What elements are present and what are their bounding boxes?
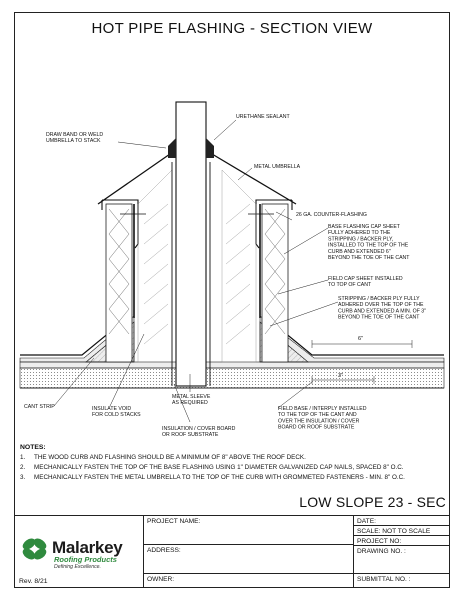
label-line: METAL SLEEVE (172, 394, 211, 400)
label-line: BOARD OR ROOF SUBSTRATE (278, 425, 355, 431)
note-item: 2.MECHANICALLY FASTEN THE TOP OF THE BAS… (20, 464, 404, 471)
label-urethane-sealant: URETHANE SEALANT (236, 114, 290, 120)
notes-heading: NOTES: (20, 444, 46, 451)
label-line: FIELD CAP SHEET INSTALLED (328, 276, 403, 282)
label-line: FOR COLD STACKS (92, 412, 141, 418)
label-line: CURB AND EXTENDED A MIN. OF 3" (338, 308, 426, 314)
label-line: INSULATION / COVER BOARD (162, 426, 236, 432)
label-line: FIELD BASE / INTERPLY INSTALLED (278, 406, 367, 412)
metal-umbrella (97, 138, 297, 205)
page-title: HOT PIPE FLASHING - SECTION VIEW (91, 20, 373, 37)
note-item: 1.THE WOOD CURB AND FLASHING SHOULD BE A… (20, 454, 306, 461)
label-line: BASE FLASHING CAP SHEET (328, 224, 401, 230)
label-cant-strip: CANT STRIP (24, 404, 55, 410)
field-membrane (19, 313, 445, 363)
logo-tagline: Defining Excellence. (54, 564, 102, 570)
label-line: CANT STRIP (24, 404, 55, 410)
hot-pipe (171, 101, 211, 387)
malarkey-logo: Malarkey Roofing Products Defining Excel… (18, 534, 142, 570)
leader-lines (53, 119, 339, 423)
dimension-6in-label: 6" (358, 336, 363, 342)
label-line: 26 GA. COUNTER-FLASHING (296, 212, 367, 218)
title-block: Malarkey Roofing Products Defining Excel… (14, 515, 450, 588)
drawing-no-cell: DRAWING NO. : (353, 545, 450, 574)
label-line: CURB AND EXTENDED 6" (328, 249, 391, 255)
label-line: FULLY ADHERED TO THE (328, 230, 391, 236)
label-line: AS REQUIRED (172, 400, 208, 406)
label-line: OR ROOF SUBSTRATE (162, 432, 219, 438)
label-line: BEYOND THE TOE OF THE CANT (328, 255, 410, 261)
dimension-3in-label: 3" (338, 373, 343, 379)
label-line: BEYOND THE TOE OF THE CANT (338, 315, 420, 321)
dimension-3in: 3" (311, 373, 375, 384)
label-line: TO THE TOP OF THE CANT AND (278, 412, 357, 418)
label-line: INSULATE VOID (92, 406, 131, 412)
sheet-id: LOW SLOPE 23 - SEC (299, 494, 446, 510)
logo-sub: Roofing Products (54, 555, 117, 564)
dimension-6in: 6" (311, 336, 413, 348)
label-metal-umbrella: METAL UMBRELLA (254, 164, 301, 170)
label-line: UMBRELLA TO STACK (46, 138, 101, 144)
label-line: STRIPPING / BACKER PLY, (328, 236, 393, 242)
logo-name: Malarkey (52, 538, 123, 557)
label-line: TO TOP OF CANT (328, 282, 372, 288)
address-cell: ADDRESS: (143, 544, 354, 574)
label-line: STRIPPING / BACKER PLY FULLY (338, 296, 420, 302)
roof-substrate-layers (19, 361, 445, 389)
logo-cell: Malarkey Roofing Products Defining Excel… (14, 515, 144, 588)
project-name-cell: PROJECT NAME: (143, 515, 354, 545)
label-counter-flashing: 26 GA. COUNTER-FLASHING (296, 212, 367, 218)
label-line: DRAW BAND OR WELD (46, 132, 103, 138)
label-line: OVER THE INSULATION / COVER (278, 418, 360, 424)
wood-curbs (101, 199, 293, 363)
label-line: METAL UMBRELLA (254, 164, 301, 170)
label-line: ADHERED OVER THE TOP OF THE (338, 302, 424, 308)
submittal-no-cell: SUBMITTAL NO. : (353, 573, 450, 588)
leaf-icon (22, 538, 47, 560)
revision: Rev. 8/21 (19, 578, 48, 585)
owner-cell: OWNER: (143, 573, 354, 588)
label-line: INSTALLED TO THE TOP OF THE (328, 243, 409, 249)
notes-section: NOTES: 1.THE WOOD CURB AND FLASHING SHOU… (20, 443, 448, 483)
note-item: 3.MECHANICALLY FASTEN THE METAL UMBRELLA… (20, 474, 405, 481)
label-line: URETHANE SEALANT (236, 114, 290, 120)
